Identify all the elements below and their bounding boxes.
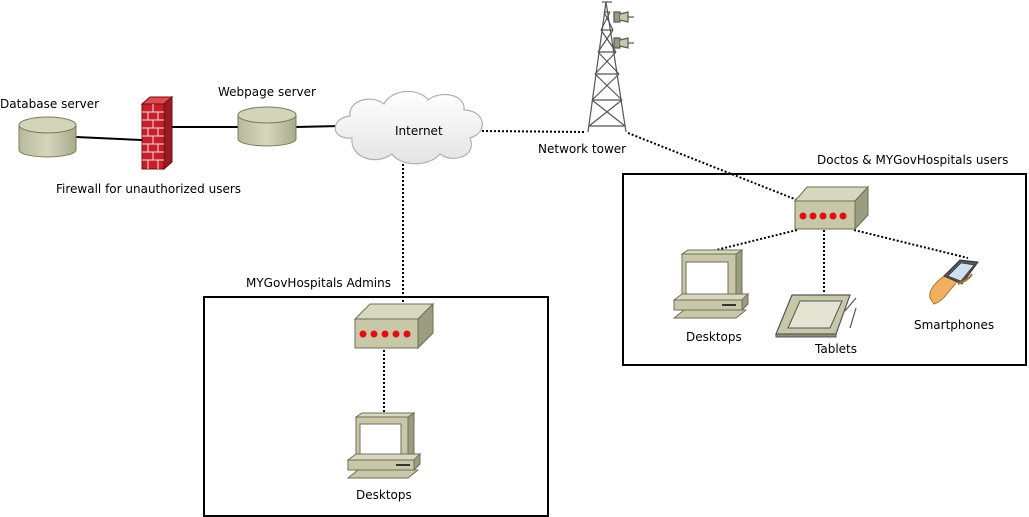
tablets-label: Tablets (815, 342, 857, 356)
admin-switch-icon (353, 302, 435, 350)
admin-desktop-icon (346, 412, 422, 479)
smartphones-label: Smartphones (914, 318, 995, 332)
network-tower-icon (587, 1, 634, 133)
users-desktop-icon (672, 249, 750, 319)
webpage-server-icon (237, 106, 297, 147)
users-switch-icon (793, 185, 870, 231)
smartphone-icon (929, 259, 979, 305)
link-internet-tower (481, 130, 587, 133)
admins-group-title: MYGovHospitals Admins (246, 276, 391, 290)
firewall-label: Firewall for unauthorized users (56, 182, 242, 196)
admins-desktops-label: Desktops (356, 488, 412, 502)
tablet-icon (775, 294, 857, 338)
users-group-title: Doctos & MYGovHospitals users (817, 153, 1009, 167)
link-web-internet (295, 125, 341, 128)
link-switch-phone (853, 229, 969, 259)
database-server-icon (18, 116, 77, 158)
network-tower-label: Network tower (538, 142, 627, 156)
firewall-icon (140, 95, 174, 171)
internet-label: Internet (395, 124, 443, 138)
webpage-server-label: Webpage server (218, 85, 316, 99)
admins-group-box (203, 296, 549, 517)
users-desktops-label: Desktops (686, 330, 742, 344)
users-group-box (622, 173, 1027, 366)
internet-cloud-icon (334, 90, 483, 165)
database-server-label: Database server (0, 97, 100, 111)
link-db-firewall (75, 136, 143, 141)
link-switch-desktop (699, 229, 798, 255)
